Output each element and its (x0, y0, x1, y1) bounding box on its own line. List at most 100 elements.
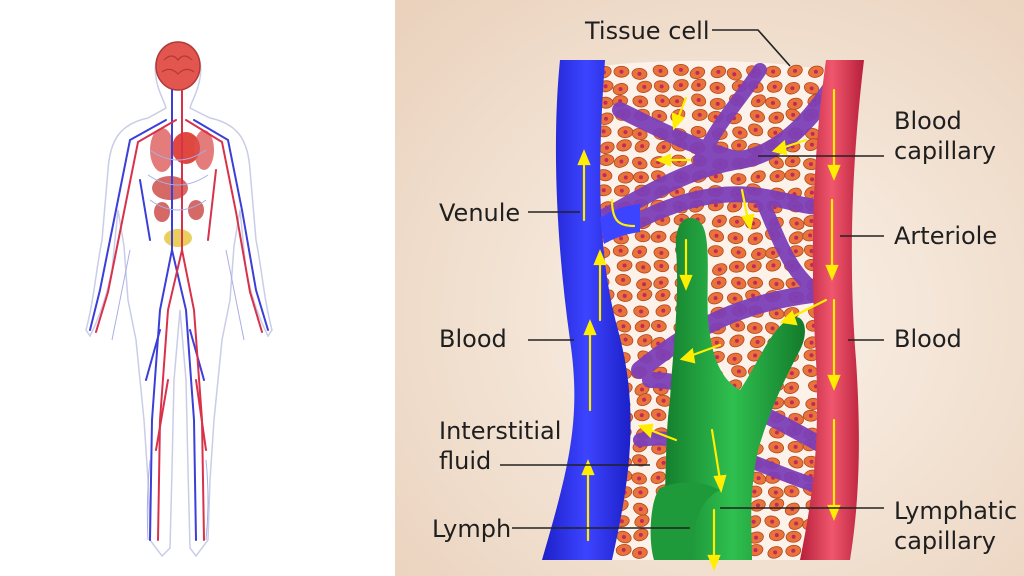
cell-nucleus (659, 251, 664, 256)
cell-nucleus (675, 99, 680, 104)
cell-nucleus (756, 174, 761, 179)
cell-nucleus (790, 159, 795, 164)
cell-nucleus (789, 489, 794, 494)
cell-nucleus (732, 204, 737, 209)
cell-nucleus (622, 293, 627, 298)
cell-nucleus (696, 82, 701, 87)
cell-nucleus (793, 249, 798, 254)
cell-nucleus (734, 338, 739, 343)
cell-nucleus (639, 175, 644, 180)
cell-nucleus (642, 282, 647, 287)
cell-nucleus (810, 131, 815, 136)
cell-nucleus (809, 219, 814, 224)
cell-nucleus (619, 519, 624, 524)
cell-nucleus (601, 188, 606, 193)
cell-nucleus (770, 519, 775, 524)
cell-nucleus (638, 99, 643, 104)
cell-nucleus (619, 188, 624, 193)
cell-nucleus (774, 533, 779, 538)
flow-arrows (577, 88, 841, 571)
cell-nucleus (737, 130, 742, 135)
cell-nucleus (623, 337, 628, 342)
cell-nucleus (811, 401, 816, 406)
heart-icon (172, 132, 200, 164)
cell-nucleus (638, 490, 643, 495)
cell-nucleus (791, 112, 796, 117)
cell-nucleus (790, 172, 795, 177)
cell-nucleus (621, 324, 626, 329)
cell-nucleus (602, 173, 607, 178)
cell-nucleus (640, 387, 645, 392)
cell-nucleus (603, 116, 608, 121)
cell-nucleus (661, 460, 666, 465)
cell-nucleus (716, 69, 721, 74)
label-blood-left: Blood (439, 325, 507, 353)
cell-nucleus (793, 444, 798, 449)
cell-nucleus (714, 340, 719, 345)
cell-nucleus (621, 277, 626, 282)
cell-nucleus (715, 355, 720, 360)
cell-nucleus (713, 203, 718, 208)
cell-nucleus (753, 127, 758, 132)
human-body-figure (85, 41, 273, 558)
cell-nucleus (657, 446, 662, 451)
cell-nucleus (732, 72, 737, 77)
cell-nucleus (713, 249, 718, 254)
cell-nucleus (603, 84, 608, 89)
cell-nucleus (753, 353, 758, 358)
cell-nucleus (656, 475, 661, 480)
cell-nucleus (675, 189, 680, 194)
label-blood-capillary: Blood capillary (894, 107, 996, 165)
label-lymphatic-capillary: Lymphatic capillary (894, 497, 1018, 555)
cell-nucleus (736, 177, 741, 182)
cell-nucleus (696, 97, 701, 102)
cell-nucleus (752, 489, 757, 494)
cell-nucleus (696, 129, 701, 134)
cell-nucleus (791, 548, 796, 553)
cell-nucleus (756, 503, 761, 508)
venule-vessel (542, 60, 631, 560)
cell-nucleus (736, 250, 741, 255)
cell-nucleus (736, 143, 741, 148)
lungs-icon (150, 128, 174, 172)
label-tissue-cell: Tissue cell (585, 17, 710, 45)
cell-nucleus (661, 145, 666, 150)
cell-nucleus (754, 535, 759, 540)
cell-nucleus (637, 131, 642, 136)
cell-nucleus (809, 353, 814, 358)
cell-nucleus (734, 219, 739, 224)
cell-nucleus (638, 532, 643, 537)
cell-nucleus (809, 340, 814, 345)
cell-nucleus (809, 86, 814, 91)
arteriole-vessel (800, 60, 864, 560)
cell-nucleus (656, 234, 661, 239)
lymphatic-capillary-shape (650, 217, 805, 560)
label-arteriole: Arteriole (894, 222, 998, 250)
cell-nucleus (661, 308, 666, 313)
cell-nucleus (715, 101, 720, 106)
cell-nucleus (774, 115, 779, 120)
cell-nucleus (774, 160, 779, 165)
cell-nucleus (640, 234, 645, 239)
cell-nucleus (773, 130, 778, 135)
cell-nucleus (642, 84, 647, 89)
cell-nucleus (774, 311, 779, 316)
cell-nucleus (794, 521, 799, 526)
label-blood-right: Blood (894, 325, 962, 353)
cell-nucleus (656, 323, 661, 328)
cell-nucleus (810, 177, 815, 182)
cell-nucleus (713, 296, 718, 301)
cell-nucleus (773, 490, 778, 495)
cell-nucleus (735, 323, 740, 328)
cell-nucleus (734, 264, 739, 269)
cell-nucleus (756, 251, 761, 256)
cell-nucleus (792, 101, 797, 106)
cell-nucleus (755, 339, 760, 344)
cell-nucleus (756, 476, 761, 481)
cell-nucleus (809, 190, 814, 195)
brain-icon (155, 41, 201, 91)
cell-nucleus (622, 263, 627, 268)
cell-nucleus (808, 368, 813, 373)
cell-nucleus (715, 85, 720, 90)
